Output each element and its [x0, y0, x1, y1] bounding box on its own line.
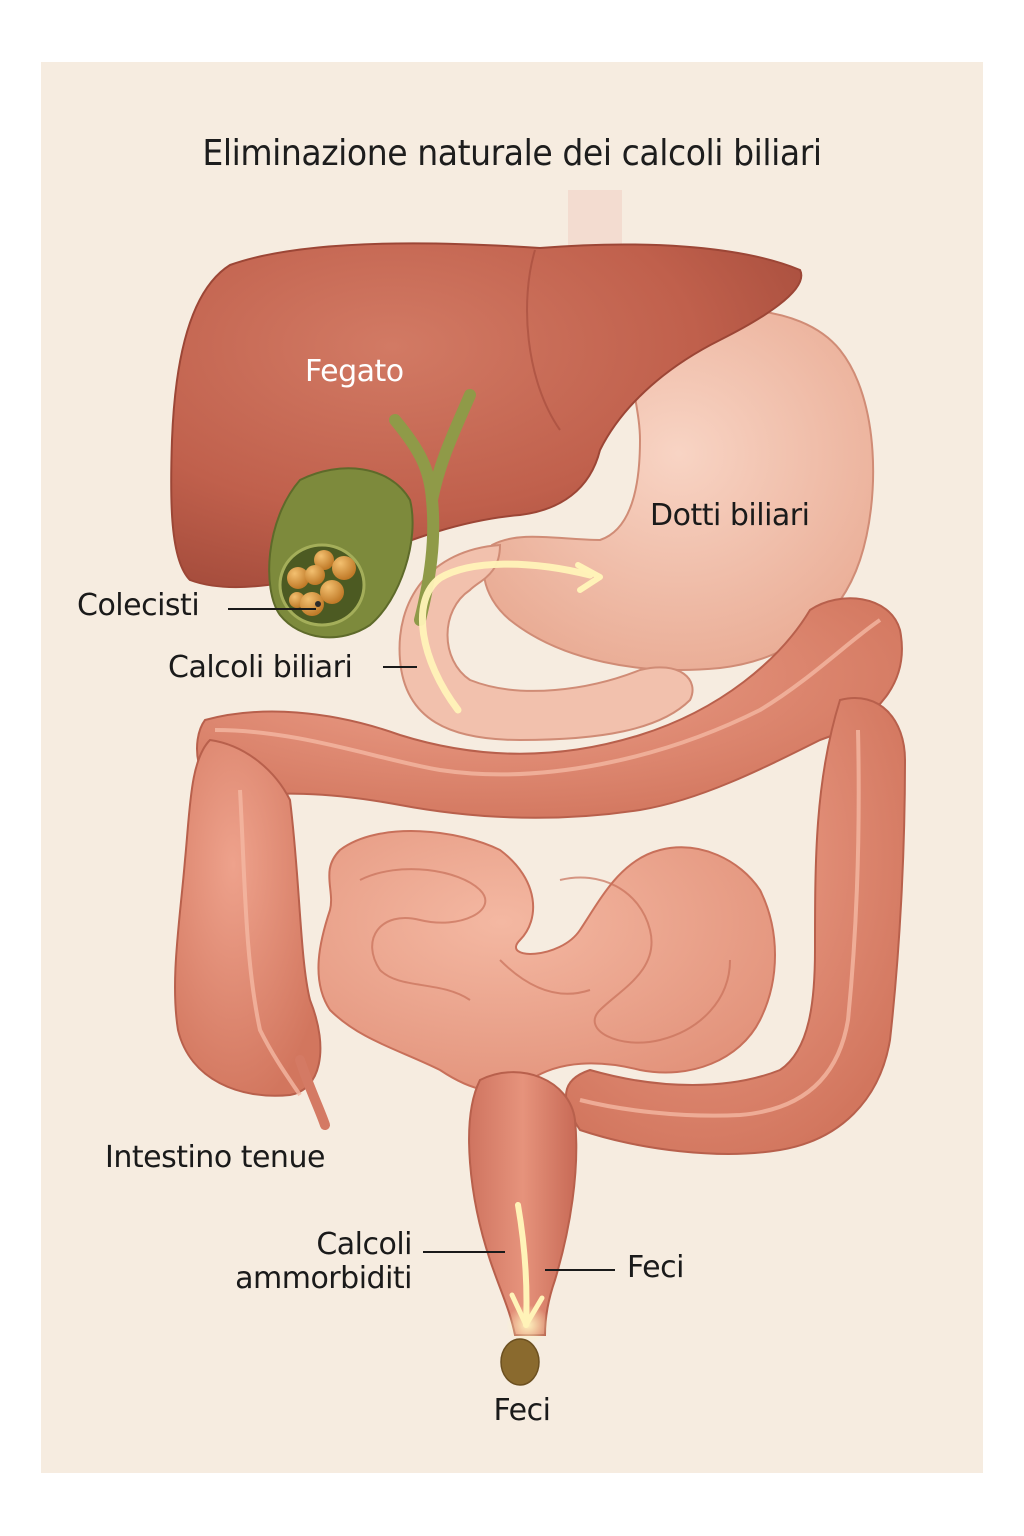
gallstone: [332, 556, 356, 580]
transverse-colon: [196, 597, 903, 819]
expelled-stone: [500, 1338, 540, 1386]
taenia-band: [214, 618, 882, 777]
label-softened-stones-line1: Calcoli: [316, 1227, 412, 1262]
gallstones: [287, 550, 356, 616]
label-softened-stones-line2: ammorbiditi: [235, 1261, 412, 1296]
label-bile-ducts: Dotti biliari: [650, 498, 810, 533]
small-intestine: [317, 830, 776, 1092]
gallstone: [320, 580, 344, 604]
descending-colon: [565, 697, 907, 1155]
small-intestine-fold: [559, 876, 731, 1044]
small-intestine-loops: [317, 830, 776, 1092]
leader-line-feces: [545, 1269, 615, 1271]
stomach: [482, 308, 875, 671]
bile-flow-arrowhead: [575, 562, 603, 593]
label-feces-side: Feci: [627, 1250, 684, 1285]
gallstone: [287, 567, 309, 589]
bile-flow-arrow: [418, 560, 594, 714]
diagram-title: Eliminazione naturale dei calcoli biliar…: [202, 133, 822, 174]
leader-line-softened-stones: [423, 1251, 505, 1253]
small-intestine-fold: [359, 868, 487, 1001]
duodenum: [398, 543, 694, 742]
label-gallstones: Calcoli biliari: [168, 650, 353, 685]
label-small-intestine: Intestino tenue: [105, 1140, 325, 1175]
label-gallbladder: Colecisti: [77, 588, 200, 623]
leader-line-gallbladder: [228, 608, 316, 610]
gallstone: [300, 592, 324, 616]
label-feces-bottom: Feci: [493, 1393, 551, 1428]
gallstone: [315, 601, 321, 607]
leader-line-gallstones: [383, 666, 417, 668]
label-softened-stones: Calcoli ammorbiditi: [230, 1228, 412, 1296]
small-intestine-fold: [499, 959, 591, 995]
label-liver: Fegato: [305, 354, 404, 389]
downward-flow-arrowhead: [509, 1292, 545, 1328]
gallstone: [314, 550, 334, 570]
taenia-band: [579, 729, 861, 1118]
taenia-band: [238, 789, 302, 1097]
downward-flow-arrow: [515, 1202, 530, 1328]
liver-lobe-divider: [526, 249, 561, 431]
rectum: [468, 1071, 578, 1336]
appendix: [295, 1055, 330, 1130]
gallstone: [305, 565, 325, 585]
